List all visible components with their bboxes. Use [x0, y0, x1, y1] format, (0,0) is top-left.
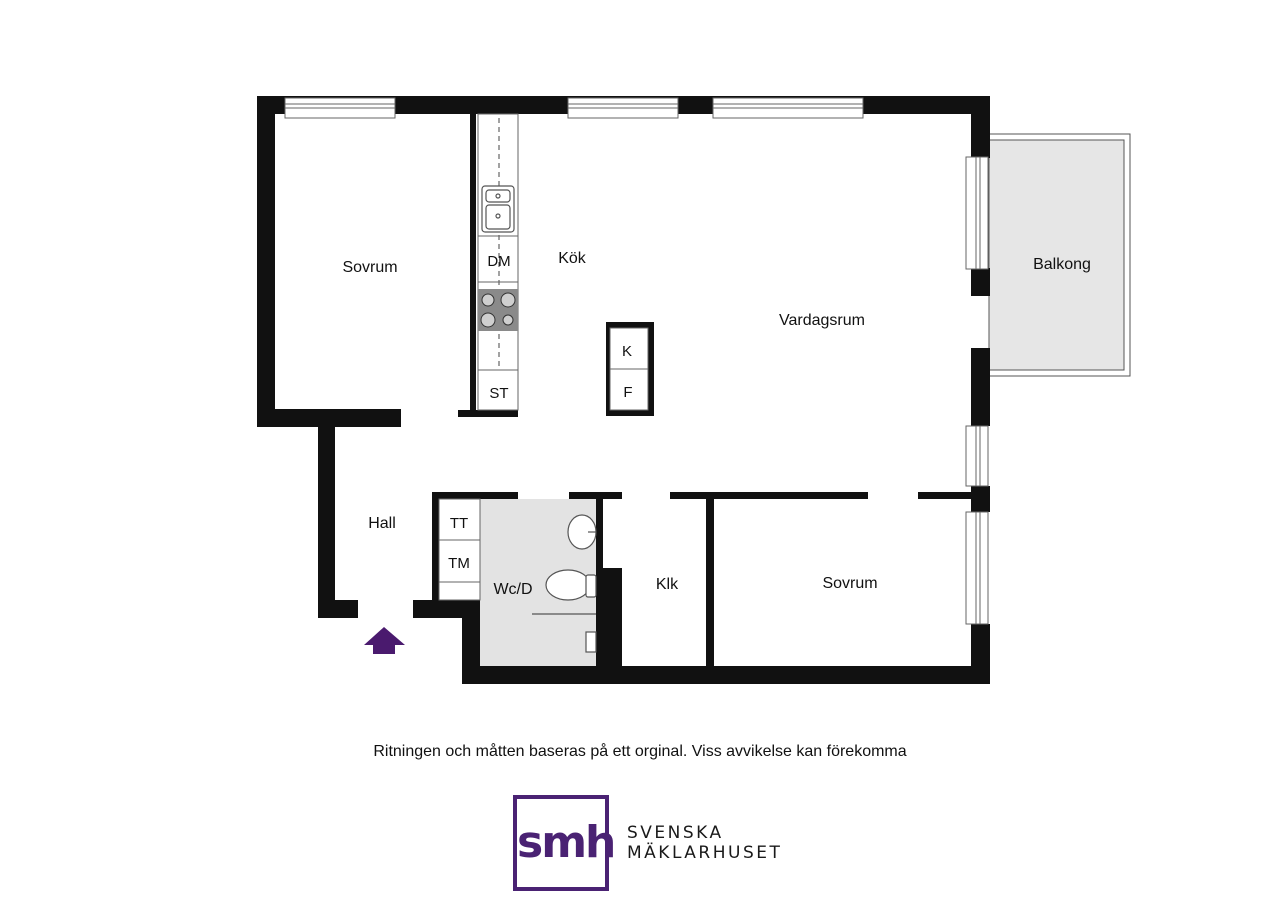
- logo-wordmark: SVENSKA MÄKLARHUSET: [627, 823, 782, 863]
- brand-logo: smh SVENSKA MÄKLARHUSET: [513, 795, 803, 901]
- logo-mark: smh: [517, 817, 616, 868]
- room-label-sovrum-1: Sovrum: [342, 259, 397, 276]
- logo-line-2: MÄKLARHUSET: [627, 843, 783, 863]
- room-label-klk: Klk: [656, 576, 679, 593]
- island-cabinets: [609, 327, 649, 411]
- walls: [257, 96, 990, 684]
- appliance-label-tm: TM: [448, 555, 470, 572]
- room-label-sovrum-2: Sovrum: [822, 575, 877, 592]
- logo-frame: [513, 795, 609, 891]
- room-label-balkong: Balkong: [1033, 256, 1091, 273]
- disclaimer-text: Ritningen och måtten baseras på ett orgi…: [373, 743, 907, 760]
- appliance-label-f: F: [623, 384, 632, 401]
- logo-line-1: SVENSKA: [627, 823, 724, 843]
- room-label-vardagsrum: Vardagsrum: [779, 312, 865, 329]
- shower-rail: [532, 613, 597, 653]
- kitchen-sink-icon: [481, 185, 515, 233]
- room-label-kok: Kök: [558, 250, 587, 267]
- stove-icon: [478, 289, 518, 331]
- kitchen-counter: [477, 113, 519, 411]
- appliance-label-tt: TT: [450, 515, 468, 532]
- appliance-label-dm: DM: [487, 253, 510, 270]
- entrance-arrow-icon: [364, 627, 405, 654]
- appliance-label-k: K: [622, 343, 632, 360]
- hall-closets: [438, 498, 481, 601]
- washbasin-icon: [567, 514, 597, 550]
- appliance-label-st: ST: [489, 385, 508, 402]
- room-label-wc: Wc/D: [493, 581, 532, 598]
- toilet-icon: [545, 569, 597, 601]
- room-label-hall: Hall: [368, 515, 396, 532]
- balcony: [988, 133, 1131, 377]
- windows: [284, 97, 989, 625]
